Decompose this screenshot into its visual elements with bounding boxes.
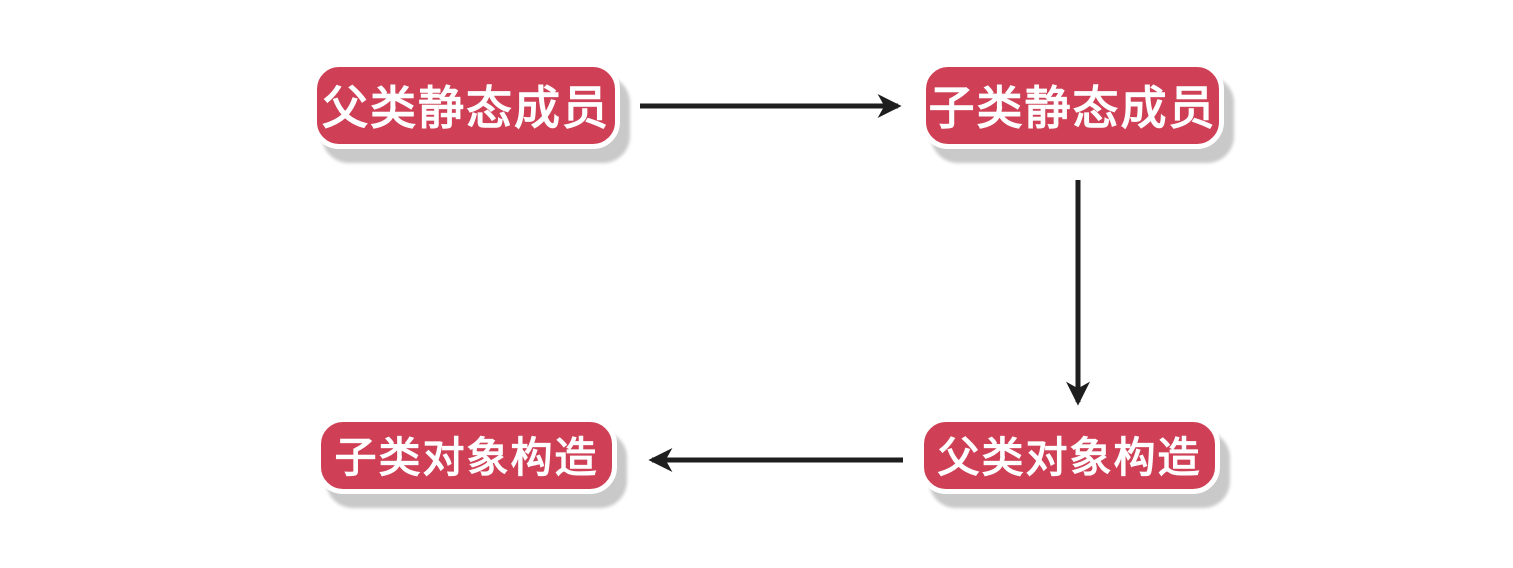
node-child-object-construction-label: 子类对象构造 bbox=[334, 434, 599, 481]
node-parent-object-construction: 父类对象构造 bbox=[919, 417, 1220, 494]
node-child-object-construction: 子类对象构造 bbox=[316, 417, 617, 494]
node-parent-object-construction-label: 父类对象构造 bbox=[937, 434, 1202, 481]
node-child-static-members-label: 子类静态成员 bbox=[928, 81, 1217, 134]
node-child-static-members: 子类静态成员 bbox=[921, 62, 1224, 149]
node-parent-static-members: 父类静态成员 bbox=[312, 62, 620, 149]
node-parent-static-members-label: 父类静态成员 bbox=[322, 81, 610, 134]
